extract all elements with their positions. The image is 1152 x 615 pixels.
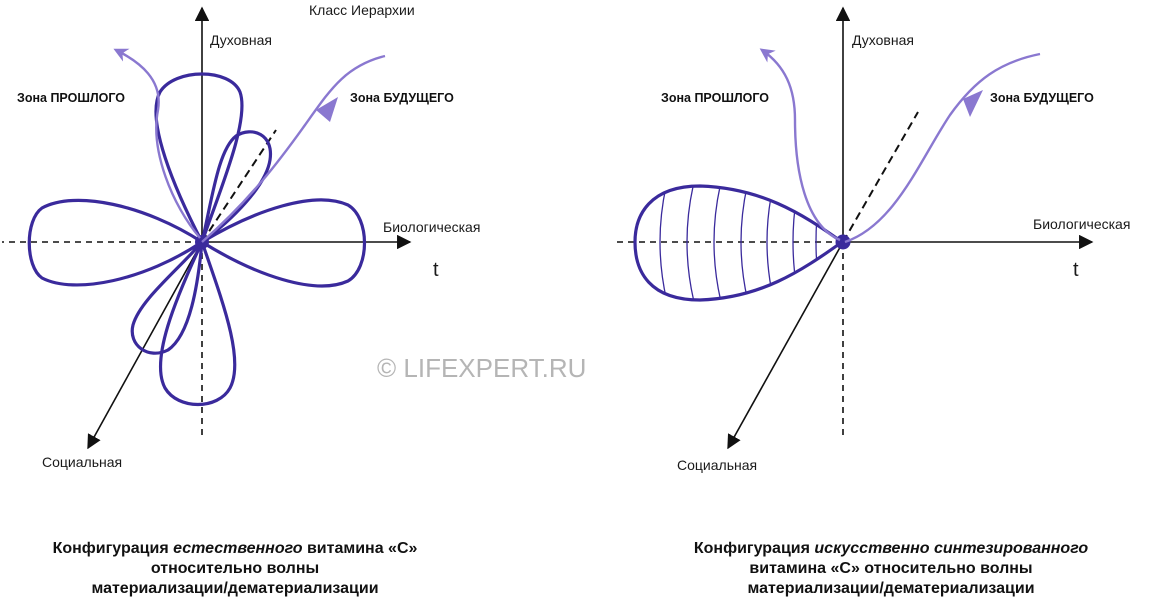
left-axis-horizontal-label: Биологическая (383, 219, 480, 235)
right-diagram: Духовная Биологическая t Социальная Зона… (612, 6, 1130, 473)
left-diagram: Класс Иерархии Духовная Биологическая t … (2, 2, 480, 470)
left-axis-time-label: t (433, 259, 439, 281)
left-zone-future-arrow (201, 54, 386, 243)
right-social-axis (727, 241, 844, 450)
left-caption-line1: Конфигурация естественного витамина «С» (52, 540, 418, 557)
right-drop-rib (713, 186, 723, 300)
right-zone-future-arrow (844, 52, 1041, 244)
left-zone-past-arrow (113, 48, 201, 239)
right-drop-rib (686, 186, 696, 300)
watermark: © LIFEXPERT.RU (377, 353, 586, 383)
right-axis-horizontal-label: Биологическая (1033, 216, 1130, 232)
left-petal-down (158, 240, 237, 407)
left-zone-future-label: Зона БУДУЩЕГО (350, 91, 454, 105)
top-label: Класс Иерархии (309, 2, 415, 18)
left-zone-future-arrowhead (316, 97, 338, 122)
left-social-axis (87, 241, 203, 450)
right-diagonal-dashed (842, 111, 919, 243)
left-diagonal-dashed (201, 129, 277, 243)
left-petal-diagonal-up (200, 130, 273, 244)
right-origin-dot (835, 234, 851, 250)
right-zone-future-label: Зона БУДУЩЕГО (990, 91, 1094, 105)
left-axis-vertical-label: Духовная (210, 32, 272, 48)
left-caption-line2: относительно волны (150, 560, 320, 577)
left-petal-left (27, 198, 204, 287)
right-drop-outline (633, 184, 844, 302)
right-axis-diagonal-label: Социальная (677, 457, 757, 473)
left-petal-right (200, 198, 366, 288)
right-zone-past-label: Зона ПРОШЛОГО (661, 91, 769, 105)
left-petal-diagonal-down (130, 240, 204, 355)
left-petal-up (154, 72, 244, 244)
right-axis-time-label: t (1073, 259, 1079, 281)
right-caption-line1: Конфигурация искусственно синтезированно… (693, 540, 1089, 557)
left-caption: Конфигурация естественного витамина «С» … (0, 539, 470, 599)
right-caption: Конфигурация искусственно синтезированно… (630, 539, 1152, 599)
right-axis-vertical-label: Духовная (852, 32, 914, 48)
left-axis-diagonal-label: Социальная (42, 454, 122, 470)
right-zone-past-arrow (759, 48, 841, 242)
right-caption-line2: витамина «С» относительно волны (749, 560, 1033, 577)
right-caption-line3: материализации/дематериализации (747, 580, 1035, 597)
right-zone-future-arrowhead (963, 90, 983, 117)
left-caption-line3: материализации/дематериализации (91, 580, 379, 597)
left-zone-past-label: Зона ПРОШЛОГО (17, 91, 125, 105)
